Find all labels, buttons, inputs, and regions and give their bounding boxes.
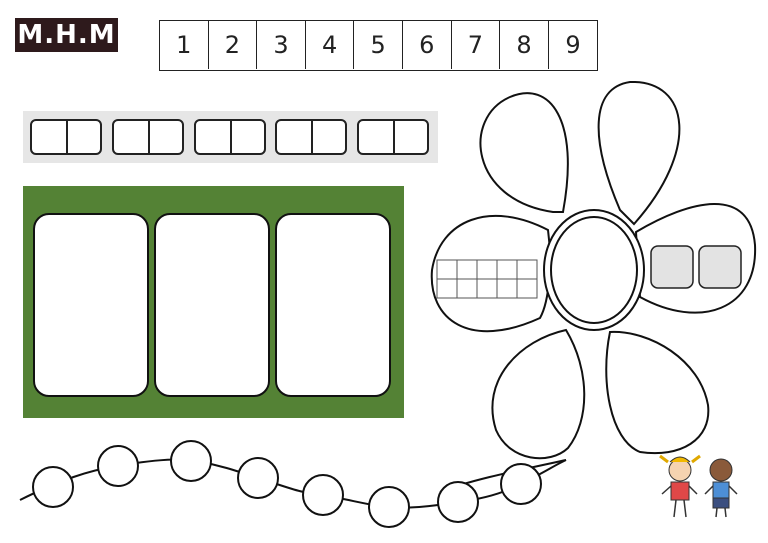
petal-box-1[interactable] xyxy=(650,245,694,289)
bead-4[interactable] xyxy=(237,457,279,499)
bead-7[interactable] xyxy=(437,481,479,523)
petal-box-2[interactable] xyxy=(698,245,742,289)
number-cell-4: 4 xyxy=(306,21,355,69)
ten-frame-cell[interactable] xyxy=(476,278,498,299)
ten-frame-cell[interactable] xyxy=(496,278,518,299)
number-cell-2: 2 xyxy=(209,21,258,69)
bead-6[interactable] xyxy=(368,486,410,528)
petal-bottom-left xyxy=(491,328,586,460)
ten-frame[interactable] xyxy=(436,259,538,299)
number-cell-9: 9 xyxy=(565,31,581,59)
answer-card-1[interactable] xyxy=(33,213,149,397)
bead-3[interactable] xyxy=(170,440,212,482)
pair-box-4[interactable] xyxy=(275,119,347,155)
pair-box-1[interactable] xyxy=(30,119,102,155)
ten-frame-cell[interactable] xyxy=(496,259,518,280)
bead-5[interactable] xyxy=(302,474,344,516)
ten-frame-cell[interactable] xyxy=(436,278,458,299)
number-cell-5: 5 xyxy=(354,21,403,69)
flower-icon xyxy=(430,80,757,460)
pair-box-3[interactable] xyxy=(194,119,266,155)
answer-card-2[interactable] xyxy=(154,213,270,397)
number-line: 1 2 3 4 5 6 7 8 9 xyxy=(159,20,599,71)
number-cell-8: 8 xyxy=(500,21,549,69)
mhm-logo: M.H.M xyxy=(15,18,118,52)
bead-8[interactable] xyxy=(500,463,542,505)
ten-frame-cell[interactable] xyxy=(476,259,498,280)
pair-box-5[interactable] xyxy=(357,119,429,155)
number-cell-3: 3 xyxy=(257,21,306,69)
petal-bottom-right xyxy=(605,330,710,455)
petal-top-right xyxy=(597,80,681,226)
bead-2[interactable] xyxy=(97,445,139,487)
petal-top-left xyxy=(479,92,569,213)
ten-frame-cell[interactable] xyxy=(456,259,478,280)
green-card-panel xyxy=(23,186,404,418)
bead-string xyxy=(32,440,542,528)
ten-frame-cell[interactable] xyxy=(516,259,538,280)
number-cell-1: 1 xyxy=(160,21,209,69)
ten-frame-cell[interactable] xyxy=(516,278,538,299)
pair-box-band xyxy=(23,111,438,163)
answer-card-3[interactable] xyxy=(275,213,391,397)
number-cell-7: 7 xyxy=(452,21,501,69)
flower-center[interactable] xyxy=(550,216,638,324)
number-cell-6: 6 xyxy=(403,21,452,69)
bead-1[interactable] xyxy=(32,466,74,508)
pair-box-2[interactable] xyxy=(112,119,184,155)
ten-frame-cell[interactable] xyxy=(456,278,478,299)
children-illustration-icon xyxy=(659,454,738,518)
logo-text: M.H.M xyxy=(17,20,116,50)
ten-frame-cell[interactable] xyxy=(436,259,458,280)
